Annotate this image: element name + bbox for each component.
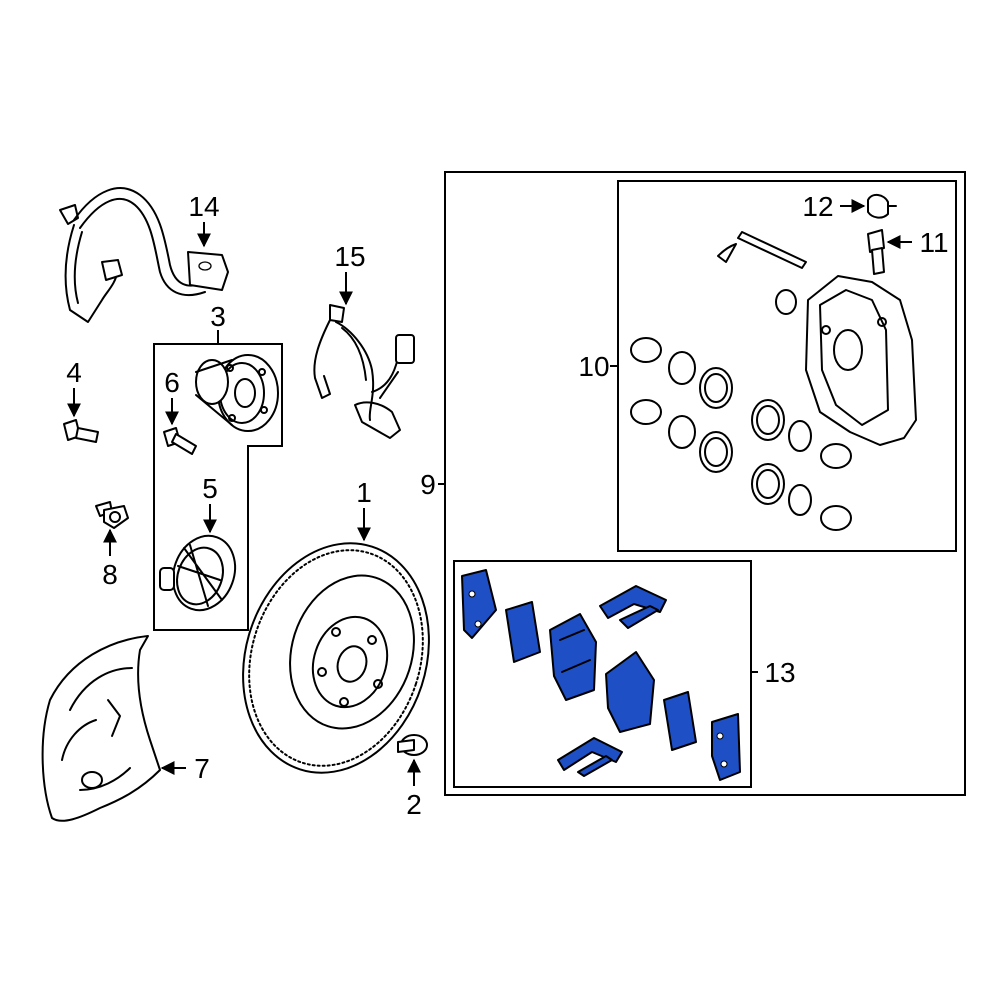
callout-10: 10 [578, 351, 609, 382]
caliper-body[interactable] [805, 275, 917, 446]
bleeder-cap[interactable] [867, 194, 897, 219]
hub-assembly-frame [153, 343, 283, 631]
abs-sensor[interactable] [313, 304, 415, 439]
caliper-assembly-frame [444, 171, 966, 796]
callout-15: 15 [334, 241, 365, 272]
brake-hose[interactable] [59, 187, 229, 323]
callout-3: 3 [210, 301, 226, 332]
wheel-stud[interactable] [163, 427, 197, 455]
brake-pad-set-frame [453, 560, 752, 788]
piston-seals[interactable] [630, 289, 852, 531]
caliper-pin[interactable] [717, 231, 807, 269]
callout-1: 1 [356, 477, 372, 508]
brake-pad-set[interactable] [461, 569, 741, 781]
callout-14: 14 [188, 191, 219, 222]
callout-11: 11 [919, 227, 948, 258]
hub-bearing[interactable] [195, 354, 279, 432]
callout-9: 9 [420, 469, 436, 500]
callout-8: 8 [102, 559, 118, 590]
callout-7: 7 [194, 753, 210, 784]
brake-rotor[interactable] [214, 519, 458, 797]
callout-12: 12 [802, 191, 833, 222]
splash-shield[interactable] [41, 635, 161, 822]
callout-5: 5 [202, 473, 218, 504]
bolt-8[interactable] [95, 501, 129, 529]
callout-4: 4 [66, 357, 82, 388]
callout-13: 13 [764, 657, 795, 688]
rotor-screw[interactable] [397, 734, 428, 756]
bolt-4[interactable] [63, 419, 99, 443]
callout-6: 6 [164, 367, 180, 398]
bleeder-screw[interactable] [867, 229, 885, 275]
dust-seal[interactable] [159, 527, 245, 619]
callout-2: 2 [406, 789, 422, 820]
